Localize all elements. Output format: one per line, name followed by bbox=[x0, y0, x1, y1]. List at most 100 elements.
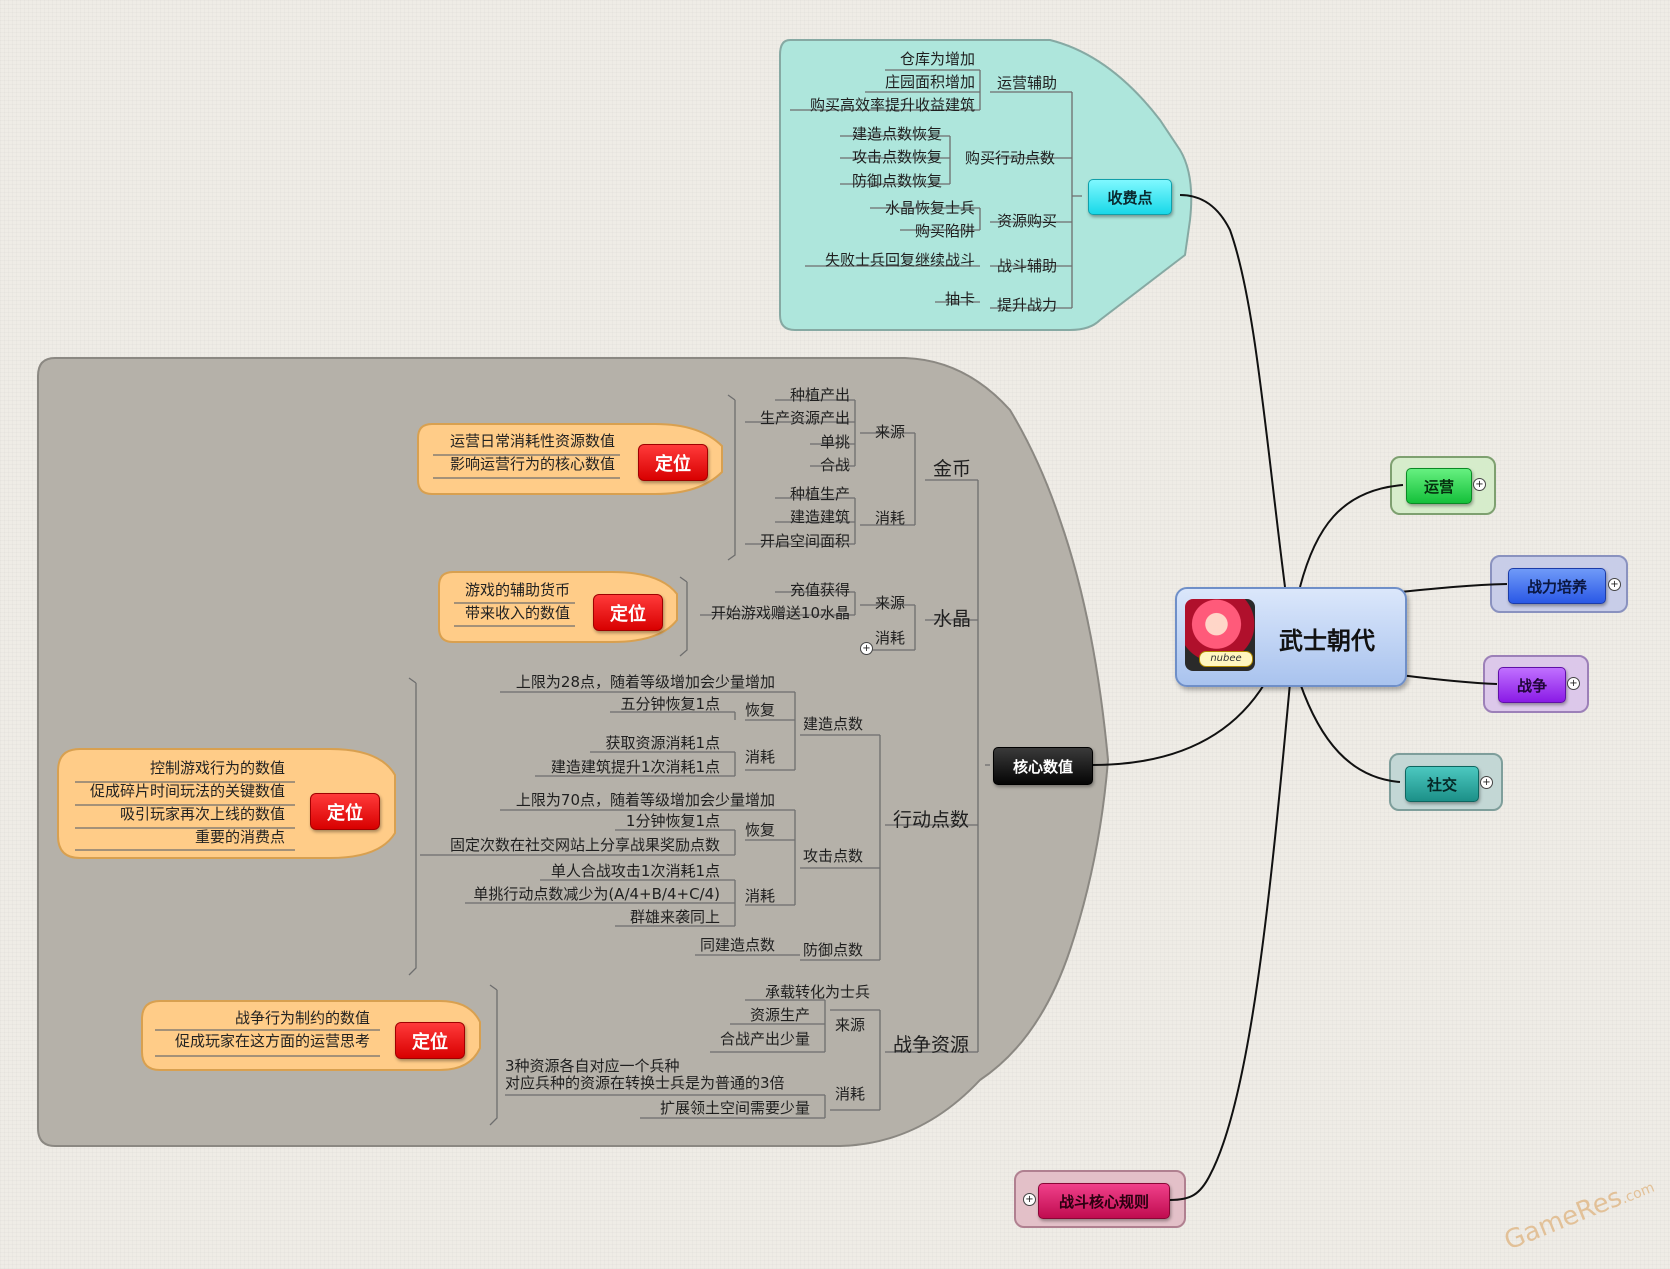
branch-zhanzheng-button[interactable]: 战争 bbox=[1498, 667, 1566, 703]
dingwei-jinbi-button[interactable]: 定位 bbox=[638, 444, 708, 481]
link-zhanli bbox=[1399, 583, 1508, 593]
billing-item: 仓库为增加 bbox=[899, 50, 975, 68]
billing-item: 建造点数恢复 bbox=[851, 125, 942, 143]
billing-tisheng: 提升战力 bbox=[997, 296, 1058, 314]
dingwei-zhanzheng-button[interactable]: 定位 bbox=[395, 1022, 465, 1059]
gongji-consume: 消耗 bbox=[745, 887, 776, 905]
jianzao-consume-item: 建造建筑提升1次消耗1点 bbox=[550, 758, 720, 776]
zhanzheng-consume-item: 扩展领土空间需要少量 bbox=[659, 1099, 810, 1117]
expand-yunying-icon[interactable]: + bbox=[1473, 478, 1486, 491]
billing-xingdong: 购买行动点数 bbox=[965, 149, 1056, 167]
gongji-consume-item: 单挑行动点数减少为(A/4+B/4+C/4) bbox=[473, 885, 720, 903]
jianzao-label: 建造点数 bbox=[803, 715, 864, 733]
billing-item: 抽卡 bbox=[944, 290, 975, 308]
core-values-region bbox=[37, 357, 1110, 1147]
branch-yunying-button[interactable]: 运营 bbox=[1406, 468, 1472, 504]
billing-item: 失败士兵回复继续战斗 bbox=[824, 251, 975, 269]
zhanzheng-source: 来源 bbox=[835, 1016, 866, 1034]
zhanzheng-consume-item: 3种资源各自对应一个兵种 bbox=[505, 1057, 680, 1075]
gongji-label: 攻击点数 bbox=[803, 847, 864, 865]
jinbi-consume-item: 建造建筑 bbox=[789, 508, 850, 526]
central-topic[interactable]: nubee 武士朝代 bbox=[1175, 587, 1407, 687]
expand-shuijing-consume-icon[interactable]: + bbox=[860, 642, 873, 655]
gongji-recover-item: 1分钟恢复1点 bbox=[625, 812, 720, 830]
gongji-recover-item: 固定次数在社交网站上分享战果奖励点数 bbox=[449, 836, 720, 854]
zhanzheng-consume-item: 对应兵种的资源在转换士兵是为普通的3倍 bbox=[505, 1074, 785, 1092]
gongji-consume-item: 群雄来袭同上 bbox=[629, 908, 720, 926]
branch-zhanli-button[interactable]: 战力培养 bbox=[1508, 568, 1606, 604]
core-jinbi: 金币 bbox=[933, 458, 972, 480]
note-line: 重要的消费点 bbox=[194, 828, 285, 846]
core-zhanzheng-ziyuan: 战争资源 bbox=[893, 1034, 970, 1056]
core-xingdong: 行动点数 bbox=[893, 809, 970, 831]
billing-item: 购买陷阱 bbox=[914, 222, 975, 240]
expand-zhandou-icon[interactable]: + bbox=[1023, 1193, 1036, 1206]
jinbi-source-item: 生产资源产出 bbox=[759, 409, 850, 427]
jianzao-recover: 恢复 bbox=[745, 701, 776, 719]
link-yunying bbox=[1299, 484, 1404, 588]
link-shoufei bbox=[1179, 194, 1286, 588]
jinbi-source-item: 单挑 bbox=[819, 433, 850, 451]
gongji-cap: 上限为70点，随着等级增加会少量增加 bbox=[515, 791, 775, 809]
note-line: 运营日常消耗性资源数值 bbox=[449, 432, 615, 450]
note-line: 战争行为制约的数值 bbox=[234, 1009, 370, 1027]
logo-badge: nubee bbox=[1199, 651, 1253, 667]
core-shuijing: 水晶 bbox=[933, 608, 972, 630]
central-title: 武士朝代 bbox=[1279, 627, 1375, 655]
link-hexin bbox=[1091, 682, 1266, 766]
note-bubble-xingdong bbox=[57, 748, 396, 859]
jianzao-cap: 上限为28点，随着等级增加会少量增加 bbox=[515, 673, 775, 691]
link-zhandou bbox=[1169, 682, 1291, 1201]
fangyu-label: 防御点数 bbox=[803, 941, 864, 959]
jinbi-consume-item: 开启空间面积 bbox=[759, 532, 850, 550]
link-shejiao bbox=[1299, 682, 1401, 783]
jinbi-consume: 消耗 bbox=[875, 509, 906, 527]
expand-shejiao-icon[interactable]: + bbox=[1480, 776, 1493, 789]
billing-item: 防御点数恢复 bbox=[851, 172, 942, 190]
note-line: 游戏的辅助货币 bbox=[464, 581, 570, 599]
gongji-recover: 恢复 bbox=[745, 821, 776, 839]
jinbi-source-item: 种植产出 bbox=[789, 386, 850, 404]
shuijing-note: 游戏的辅助货币 带来收入的数值 bbox=[440, 579, 570, 625]
billing-item: 庄园面积增加 bbox=[884, 73, 975, 91]
branch-hexin-button[interactable]: 核心数值 bbox=[993, 747, 1093, 785]
note-line: 带来收入的数值 bbox=[464, 604, 570, 622]
shuijing-source-item: 开始游戏赠送10水晶 bbox=[710, 604, 850, 622]
billing-ziyuan: 资源购买 bbox=[997, 212, 1058, 230]
billing-item: 水晶恢复士兵 bbox=[884, 199, 975, 217]
billing-yunying-fuzhu: 运营辅助 bbox=[997, 74, 1058, 92]
zhanzheng-source-item: 合战产出少量 bbox=[719, 1030, 810, 1048]
jinbi-consume-item: 种植生产 bbox=[789, 485, 850, 503]
billing-item: 购买高效率提升收益建筑 bbox=[809, 96, 975, 114]
jianzao-consume-item: 获取资源消耗1点 bbox=[605, 734, 720, 752]
note-line: 促成玩家在这方面的运营思考 bbox=[174, 1032, 370, 1050]
zhanzheng-source-item: 承载转化为士兵 bbox=[764, 983, 870, 1001]
billing-item: 攻击点数恢复 bbox=[851, 148, 942, 166]
xingdong-note: 控制游戏行为的数值 促成碎片时间玩法的关键数值 吸引玩家再次上线的数值 重要的消… bbox=[70, 757, 285, 849]
zhanzheng-consume: 消耗 bbox=[835, 1085, 866, 1103]
shuijing-source: 来源 bbox=[875, 594, 906, 612]
branch-zhandou-button[interactable]: 战斗核心规则 bbox=[1038, 1183, 1170, 1219]
game-logo-icon: nubee bbox=[1185, 599, 1255, 671]
gongji-consume-item: 单人合战攻击1次消耗1点 bbox=[550, 862, 720, 880]
expand-zhanli-icon[interactable]: + bbox=[1608, 578, 1621, 591]
billing-zhandou-fuzhu: 战斗辅助 bbox=[997, 257, 1058, 275]
link-zhanzheng bbox=[1399, 674, 1498, 685]
dingwei-shuijing-button[interactable]: 定位 bbox=[593, 594, 663, 631]
jianzao-consume: 消耗 bbox=[745, 748, 776, 766]
jinbi-source-item: 合战 bbox=[819, 456, 850, 474]
jinbi-note: 运营日常消耗性资源数值 影响运营行为的核心数值 bbox=[430, 430, 615, 476]
note-line: 影响运营行为的核心数值 bbox=[449, 455, 615, 473]
dingwei-xingdong-button[interactable]: 定位 bbox=[310, 793, 380, 830]
note-line: 吸引玩家再次上线的数值 bbox=[119, 805, 285, 823]
jinbi-source: 来源 bbox=[875, 423, 906, 441]
branch-shoufei-button[interactable]: 收费点 bbox=[1088, 179, 1172, 215]
billing-region bbox=[779, 39, 1193, 331]
shuijing-source-item: 充值获得 bbox=[789, 581, 850, 599]
fangyu-item: 同建造点数 bbox=[699, 936, 775, 954]
jianzao-recover-item: 五分钟恢复1点 bbox=[620, 695, 720, 713]
zhanzheng-source-item: 资源生产 bbox=[749, 1006, 810, 1024]
branch-shejiao-button[interactable]: 社交 bbox=[1405, 766, 1479, 802]
expand-zhanzheng-icon[interactable]: + bbox=[1567, 677, 1580, 690]
note-line: 促成碎片时间玩法的关键数值 bbox=[89, 782, 285, 800]
